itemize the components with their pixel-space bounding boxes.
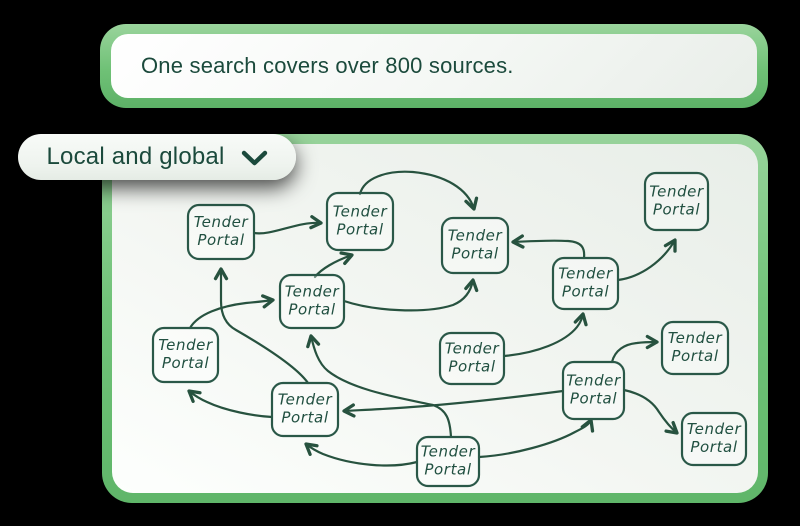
diagram-edge-c-b [313,251,354,279]
chevron-down-icon [241,150,267,166]
node-box [325,191,395,252]
diagram-edge-j-h [342,389,565,418]
diagram-edge-c-d [342,278,479,312]
info-banner-text: One search covers over 800 sources. [141,53,514,78]
node-box [680,411,748,467]
diagram-edge-h-a [213,267,310,385]
node-box [440,216,510,275]
node-box [551,256,620,311]
local-global-dropdown[interactable]: Local and global [18,134,296,180]
diagram-edge-m-h [304,442,419,467]
info-banner: One search covers over 800 sources. [100,24,768,108]
diagram-edge-m-j [477,418,595,459]
node-box [151,326,220,384]
diagram-edge-b-d [358,170,479,211]
dropdown-label: Local and global [46,143,225,170]
node-box [270,381,340,438]
node-box [660,320,730,376]
diagram-edge-e-d [511,234,586,260]
node-box [186,203,256,261]
node-box [278,273,346,330]
diagram-edge-m-c [306,334,453,439]
node-box [415,435,481,488]
node-box [561,360,626,421]
diagram-edge-a-b [252,215,323,235]
diagram-edge-h-g [187,389,274,419]
info-banner-card: One search covers over 800 sources. [111,34,757,98]
diagram-edge-j-k [610,334,659,364]
diagram-edge-e-f [616,238,677,282]
diagram-edge-i-e [502,312,588,358]
diagram-edge-j-l [622,388,679,435]
node-box [438,331,506,386]
node-box [643,171,710,232]
diagram-edge-g-c [188,294,275,330]
